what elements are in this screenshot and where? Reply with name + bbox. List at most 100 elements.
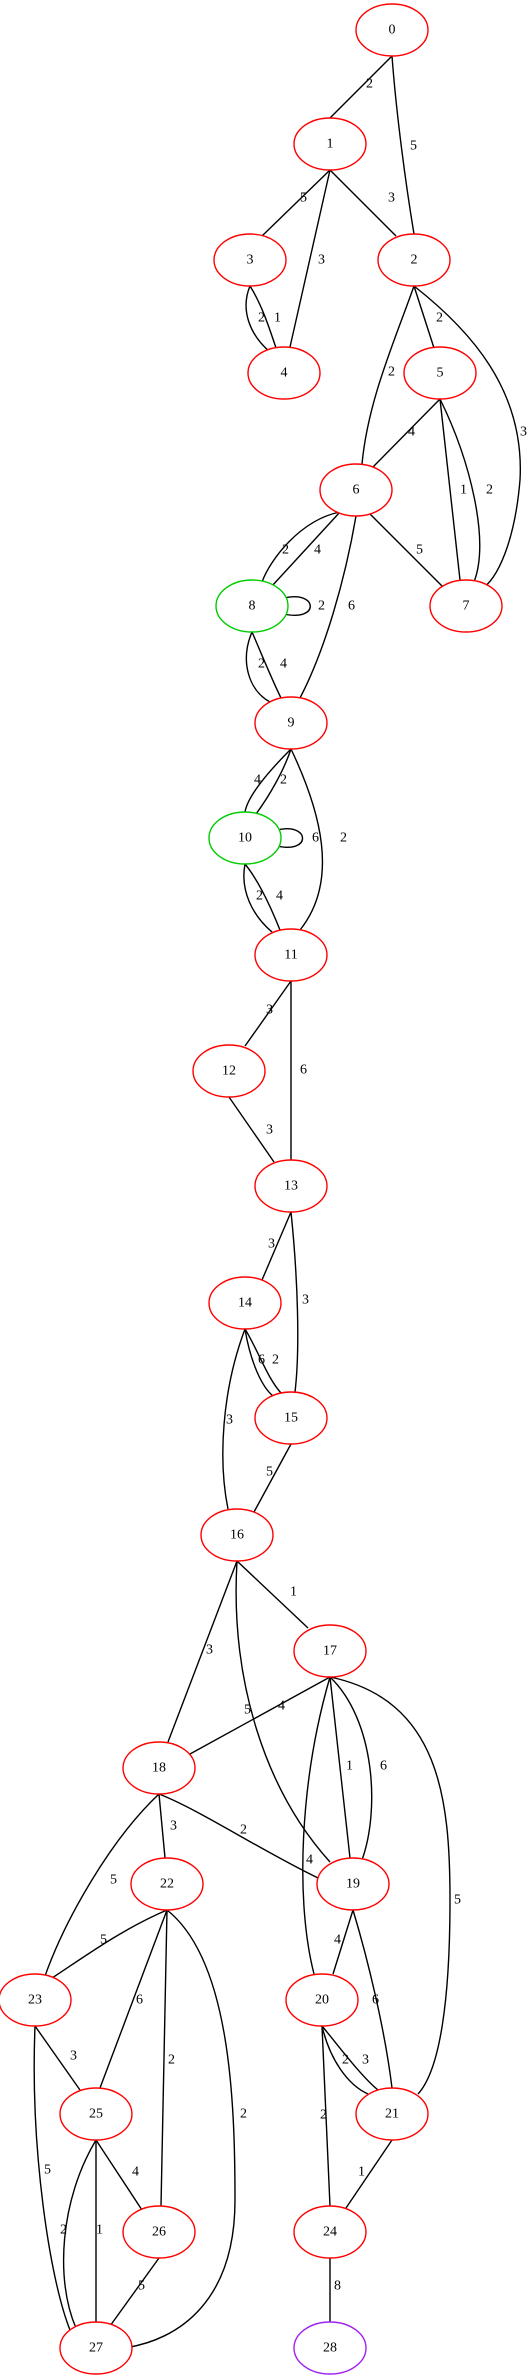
node-ellipse[interactable] (247, 346, 321, 400)
node-label: 19 (346, 1877, 360, 1892)
node-26[interactable]: 26 (122, 2205, 196, 2259)
edge-line (51, 1909, 168, 1979)
node-ellipse[interactable] (355, 3, 429, 57)
node-9[interactable]: 9 (254, 696, 328, 750)
node-4[interactable]: 4 (247, 346, 321, 400)
edge-line (253, 1443, 292, 1513)
node-label: 13 (284, 1179, 298, 1194)
node-11[interactable]: 11 (254, 928, 328, 982)
node-7[interactable]: 7 (429, 579, 503, 633)
node-6[interactable]: 6 (319, 463, 393, 517)
edge-22-23: 2 (160, 1909, 175, 2207)
node-17[interactable]: 17 (293, 1624, 367, 1678)
node-ellipse[interactable] (377, 233, 451, 287)
node-27[interactable]: 27 (59, 2321, 133, 2375)
node-ellipse[interactable] (0, 1973, 72, 2027)
node-ellipse[interactable] (316, 1857, 390, 1911)
node-ellipse[interactable] (122, 1741, 196, 1795)
edge-9-10: 2 (255, 748, 292, 815)
node-ellipse[interactable] (213, 233, 287, 287)
edge-11-12: 3 (244, 980, 292, 1047)
node-22[interactable]: 22 (130, 1857, 204, 1911)
edge-16-18: 3 (167, 1560, 238, 1743)
edge-weight-label: 6 (380, 1759, 387, 1774)
edge-weight-label: 3 (362, 2053, 369, 2068)
node-ellipse[interactable] (59, 2087, 133, 2141)
edge-weight-label: 2 (168, 2053, 175, 2068)
node-16[interactable]: 16 (200, 1508, 274, 1562)
edge-weight-label: 1 (358, 2165, 365, 2180)
node-ellipse[interactable] (254, 928, 328, 982)
node-ellipse[interactable] (130, 1857, 204, 1911)
node-ellipse[interactable] (122, 2205, 196, 2259)
node-ellipse[interactable] (192, 1044, 266, 1098)
node-13[interactable]: 13 (254, 1159, 328, 1213)
node-15[interactable]: 15 (254, 1391, 328, 1445)
node-ellipse[interactable] (200, 1508, 274, 1562)
node-3[interactable]: 3 (213, 233, 287, 287)
node-ellipse[interactable] (293, 1624, 367, 1678)
node-ellipse[interactable] (59, 2321, 133, 2375)
node-24[interactable]: 24 (293, 2205, 367, 2259)
node-label: 24 (323, 2225, 337, 2240)
edge-weight-label: 4 (276, 889, 283, 904)
edge-22-25: 2 (123, 1909, 247, 2349)
node-ellipse[interactable] (293, 2321, 367, 2375)
edge-line (123, 1909, 236, 2349)
node-25[interactable]: 25 (59, 2087, 133, 2141)
node-ellipse[interactable] (254, 696, 328, 750)
node-label: 10 (238, 831, 252, 846)
edge-23-27: 5 (33, 2025, 71, 2331)
edge-line (251, 631, 283, 701)
node-0[interactable]: 0 (355, 3, 429, 57)
node-ellipse[interactable] (254, 1159, 328, 1213)
edge-line (345, 2139, 393, 2209)
node-21[interactable]: 21 (355, 2087, 429, 2141)
node-28[interactable]: 28 (293, 2321, 367, 2375)
node-ellipse[interactable] (355, 2087, 429, 2141)
edge-line (62, 2139, 97, 2329)
edge-line (391, 55, 415, 235)
node-label: 27 (89, 2341, 103, 2356)
edge-24-28: 8 (329, 2258, 341, 2322)
edge-5-6: 4 (371, 398, 441, 469)
node-2[interactable]: 2 (377, 233, 451, 287)
node-ellipse[interactable] (293, 117, 367, 171)
node-ellipse[interactable] (319, 463, 393, 517)
node-1[interactable]: 1 (293, 117, 367, 171)
node-label: 4 (281, 366, 288, 381)
edge-0-1: 2 (329, 55, 393, 119)
node-19[interactable]: 19 (316, 1857, 390, 1911)
node-12[interactable]: 12 (192, 1044, 266, 1098)
node-23[interactable]: 23 (0, 1973, 72, 2027)
edge-2-7: 3 (413, 285, 527, 591)
node-20[interactable]: 20 (285, 1973, 359, 2027)
node-8[interactable]: 8 (215, 579, 289, 633)
node-ellipse[interactable] (215, 579, 289, 633)
node-5[interactable]: 5 (403, 346, 477, 400)
node-label: 9 (288, 716, 295, 731)
node-ellipse[interactable] (285, 1973, 359, 2027)
edge-3-4: 1 (249, 285, 281, 349)
node-18[interactable]: 18 (122, 1741, 196, 1795)
edge-line (271, 511, 341, 587)
node-ellipse[interactable] (403, 346, 477, 400)
node-ellipse[interactable] (208, 1276, 282, 1330)
node-ellipse[interactable] (429, 579, 503, 633)
edge-10-11: 4 (244, 863, 283, 931)
edge-weight-label: 1 (274, 311, 281, 326)
edge-line (321, 2025, 369, 2095)
edge-12-13: 3 (228, 1096, 275, 1163)
node-ellipse[interactable] (254, 1391, 328, 1445)
node-ellipse[interactable] (208, 811, 282, 865)
node-10[interactable]: 10 (208, 811, 282, 865)
edge-weight-label: 2 (258, 311, 265, 326)
edge-line (329, 169, 397, 237)
edge-line (99, 1909, 168, 2089)
edge-5-7: 1 (439, 398, 467, 581)
edge-line (245, 631, 271, 703)
node-14[interactable]: 14 (208, 1276, 282, 1330)
edge-line (321, 2025, 379, 2091)
node-ellipse[interactable] (293, 2205, 367, 2259)
